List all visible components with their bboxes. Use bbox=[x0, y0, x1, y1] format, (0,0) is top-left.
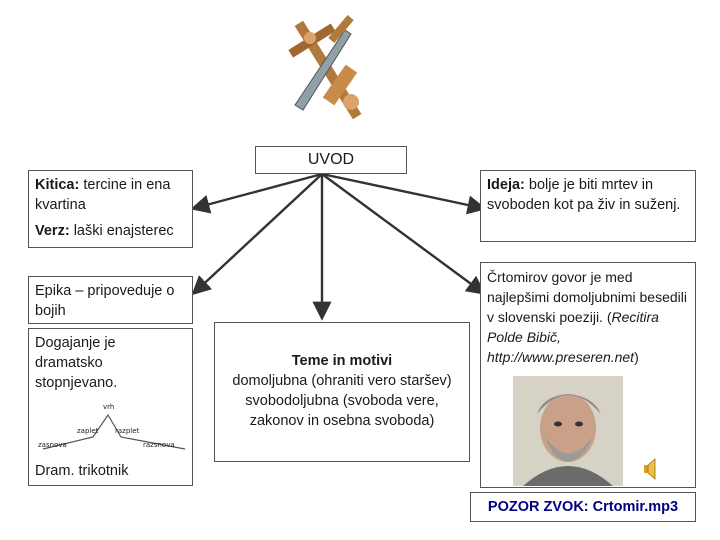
triangle-start: zasnova bbox=[38, 441, 67, 449]
arrow-to-kitica bbox=[190, 172, 323, 214]
triangle-rise: zaplet bbox=[77, 427, 99, 435]
ideja-box: Ideja: bolje je biti mrtev in svoboden k… bbox=[480, 170, 696, 242]
teme-box: Teme in motivi domoljubna (ohraniti vero… bbox=[214, 322, 470, 462]
govor-text: Črtomirov govor je med najlepšimi domolj… bbox=[487, 269, 687, 365]
arrow-to-ideja bbox=[321, 172, 487, 215]
kitica-verz-box: Kitica: tercine in ena kvartina Verz: la… bbox=[28, 170, 193, 248]
triangle-caption: Dram. trikotnik bbox=[35, 463, 129, 479]
triangle-fall: razplet bbox=[115, 427, 140, 435]
title-box: UVOD bbox=[255, 146, 407, 174]
epika-text: Epika – pripoveduje o bojih bbox=[35, 283, 175, 319]
triangle-peak: vrh bbox=[103, 403, 114, 411]
crossed-swords-icon bbox=[288, 14, 362, 120]
arrow-to-epika bbox=[191, 173, 323, 296]
sound-link-box[interactable]: POZOR ZVOK: Crtomir.mp3 bbox=[470, 492, 696, 522]
dogajanje-text: Dogajanje je dramatsko stopnjevano. bbox=[35, 335, 118, 391]
dramatic-triangle-diagram: vrh zaplet razplet zasnova razsnova bbox=[38, 403, 186, 450]
sound-link[interactable]: POZOR ZVOK: Crtomir.mp3 bbox=[487, 499, 679, 515]
teme-text: domoljubna (ohraniti vero staršev) svobo… bbox=[232, 373, 452, 429]
speaker-icon[interactable] bbox=[643, 458, 659, 480]
triangle-end: razsnova bbox=[143, 441, 175, 449]
page-title: UVOD bbox=[307, 151, 355, 168]
recitira-credit: Recitira Polde Bibič, http://www.presere… bbox=[487, 309, 659, 365]
epika-box: Epika – pripoveduje o bojih bbox=[28, 276, 193, 324]
portrait-image bbox=[513, 376, 623, 486]
teme-heading: Teme in motivi bbox=[291, 353, 393, 369]
arrow-to-govor bbox=[321, 173, 486, 295]
govor-box: Črtomirov govor je med najlepšimi domolj… bbox=[480, 262, 696, 488]
verz-line: Verz: laški enajsterec bbox=[35, 223, 174, 239]
dogajanje-box: Dogajanje je dramatsko stopnjevano. vrh … bbox=[28, 328, 193, 486]
kitica-line: Kitica: tercine in ena kvartina bbox=[35, 177, 171, 213]
